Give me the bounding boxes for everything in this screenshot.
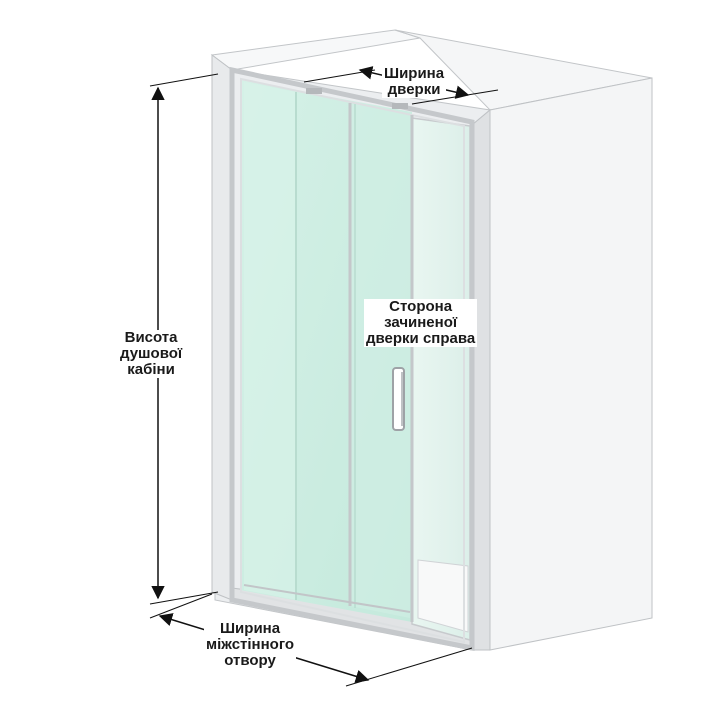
roller-2 [392,103,408,109]
opening-extension-left [149,593,213,619]
bottom-guide [243,584,411,613]
frame-inner [240,77,465,644]
door-width-label-line-2: дверки [387,81,441,98]
cabin-height-label-line-2: душової [120,345,183,362]
roller-1 [306,88,322,94]
height-extension-bottom [149,591,219,605]
closed-side-label-line-2: зачиненої [384,314,458,331]
closed-side-label-line-3: дверки справа [366,330,476,347]
opening-width-label-line-3: отвору [224,652,276,669]
sliding-door-right [350,103,410,618]
opening-width-label-line-1: Ширина [219,620,281,637]
opening-extension-right [345,647,473,687]
opening-width-label-line-2: міжстінного [206,636,295,653]
closed-side-label: Сторона зачиненої дверки справа [364,298,478,347]
door-width-extension-left [303,69,376,83]
sliding-door-left [244,82,296,600]
opening-width-label: Ширина міжстінного отвору [204,620,297,669]
cabin-height-label: Висота душової кабіни [118,329,185,378]
cabin-height-label-line-1: Висота [124,329,178,346]
tray-reflection [417,559,469,633]
closed-side-label-line-1: Сторона [389,298,453,315]
height-extension-top [149,73,219,87]
door-width-label: Ширина дверки [382,65,447,98]
right-wall-face [489,77,653,651]
right-wall-side [471,108,491,651]
cabin-height-label-line-3: кабіни [127,361,175,378]
left-wall-face [211,54,233,601]
left-wall-top [210,29,421,71]
door-width-label-line-1: Ширина [384,65,445,82]
